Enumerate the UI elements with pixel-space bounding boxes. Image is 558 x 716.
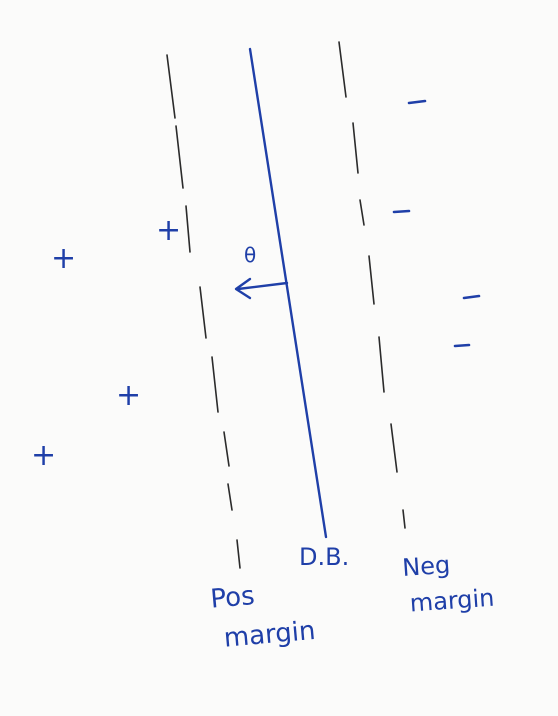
negative-point [462,294,481,300]
positive-point: + [31,438,56,473]
negative-margin-line [338,41,406,529]
positive-margin-line [166,54,241,569]
negative-margin-label: Neg margin [401,551,495,618]
positive-margin-label: Pos margin [209,581,317,654]
negative-point [392,209,411,214]
decision-boundary-line [248,47,328,539]
positive-point: + [116,378,141,413]
negative-margin-label-line1: Neg [401,551,451,582]
positive-point: + [51,241,76,276]
negative-point [407,99,427,105]
theta-label: θ [244,243,256,267]
negative-margin-label-line2: margin [409,584,495,618]
negative-point [453,343,471,348]
negative-points [392,99,481,348]
theta-arrow [234,277,289,300]
positive-points: + + + + [31,213,181,473]
positive-point: + [156,213,181,248]
positive-margin-label-line1: Pos [209,581,256,615]
positive-margin-label-line2: margin [223,616,317,654]
decision-boundary-label: D.B. [299,543,349,571]
